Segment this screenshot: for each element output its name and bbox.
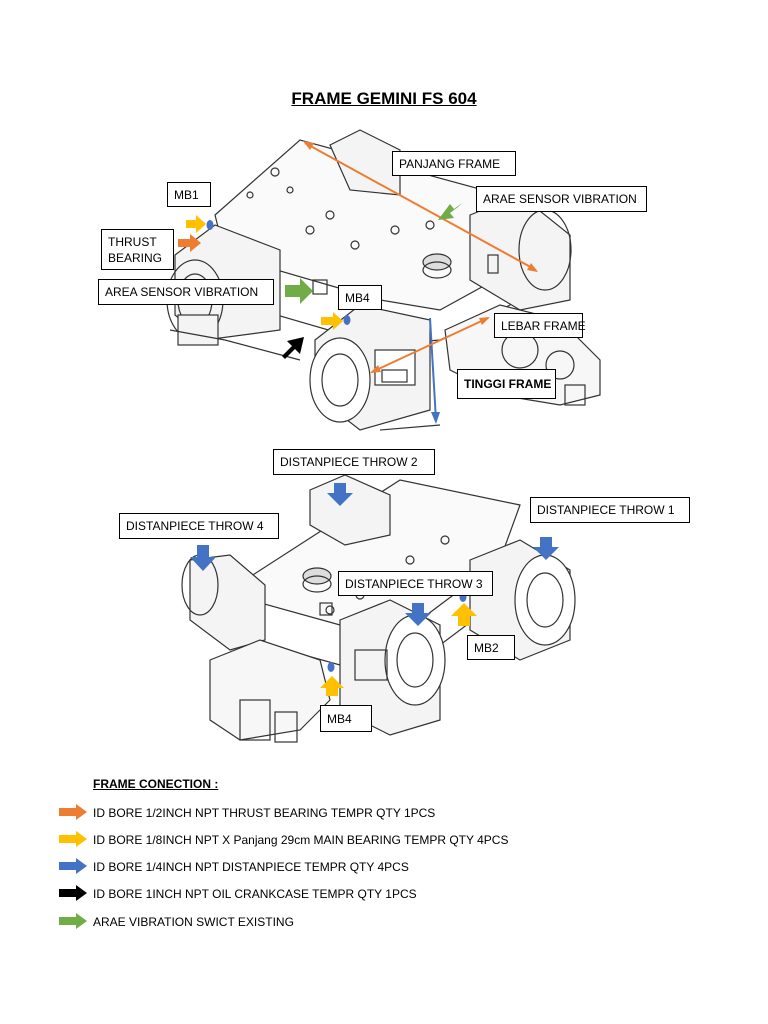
legend-item-blue: ID BORE 1/4INCH NPT DISTANPIECE TEMPR QT… bbox=[58, 857, 578, 877]
mb4-yellow-arrow bbox=[321, 312, 343, 330]
label-distanpiece-throw-4: DISTANPIECE THROW 4 bbox=[119, 513, 279, 539]
legend-item-text: ID BORE 1/4INCH NPT DISTANPIECE TEMPR QT… bbox=[93, 860, 409, 874]
label-arae-sensor-vibration: ARAE SENSOR VIBRATION bbox=[476, 186, 647, 212]
area-vibration-green-arrow bbox=[285, 278, 313, 304]
orange-arrow-icon bbox=[59, 804, 87, 820]
dimension-lines bbox=[303, 141, 538, 424]
frame-top-view bbox=[166, 129, 601, 431]
label-thrust-bearing: THRUST BEARING bbox=[101, 229, 174, 270]
legend-item-yellow: ID BORE 1/8INCH NPT X Panjang 29cm MAIN … bbox=[58, 830, 578, 850]
black-arrow-icon bbox=[59, 885, 87, 901]
label-distanpiece-throw-1: DISTANPIECE THROW 1 bbox=[530, 497, 690, 523]
label-distanpiece-throw-3: DISTANPIECE THROW 3 bbox=[338, 571, 493, 596]
throw3-blue-arrow bbox=[405, 603, 431, 626]
thrust-orange-arrow bbox=[178, 234, 201, 252]
legend-title: FRAME CONECTION : bbox=[93, 777, 219, 791]
label-mb2: MB2 bbox=[467, 635, 515, 660]
bottom-view-arrows bbox=[190, 483, 559, 696]
arae-vibration-green-arrow bbox=[438, 203, 462, 220]
mb2-yellow-arrow bbox=[451, 603, 477, 626]
label-lebar-frame: LEBAR FRAME bbox=[494, 313, 586, 338]
label-distanpiece-throw-2: DISTANPIECE THROW 2 bbox=[273, 449, 435, 475]
mb4-sensor-dot bbox=[343, 315, 351, 325]
legend-item-text: ARAE VIBRATION SWICT EXISTING bbox=[93, 915, 294, 929]
mb4-bottom-yellow-arrow bbox=[320, 676, 344, 696]
page-title: FRAME GEMINI FS 604 bbox=[291, 89, 477, 108]
throw1-blue-arrow bbox=[533, 537, 559, 560]
legend-item-orange: ID BORE 1/2INCH NPT THRUST BEARING TEMPR… bbox=[58, 803, 578, 823]
yellow-arrow-icon bbox=[59, 831, 87, 847]
legend-item-text: ID BORE 1INCH NPT OIL CRANKCASE TEMPR QT… bbox=[93, 887, 417, 901]
mb1-yellow-arrow bbox=[186, 215, 206, 233]
label-mb4-bottom: MB4 bbox=[320, 705, 372, 732]
throw2-blue-arrow bbox=[327, 483, 353, 506]
mb1-sensor-dot bbox=[206, 220, 214, 230]
legend-item-text: ID BORE 1/8INCH NPT X Panjang 29cm MAIN … bbox=[93, 833, 509, 847]
label-panjang-frame: PANJANG FRAME bbox=[392, 151, 516, 176]
label-mb1: MB1 bbox=[167, 182, 211, 207]
throw4-blue-arrow bbox=[190, 545, 216, 571]
label-mb4-top: MB4 bbox=[338, 285, 382, 310]
label-area-sensor-vibration: AREA SENSOR VIBRATION bbox=[98, 279, 274, 305]
legend-item-green: ARAE VIBRATION SWICT EXISTING bbox=[58, 912, 578, 932]
legend-item-black: ID BORE 1INCH NPT OIL CRANKCASE TEMPR QT… bbox=[58, 884, 578, 904]
blue-arrow-icon bbox=[59, 858, 87, 874]
green-arrow-icon bbox=[59, 913, 87, 929]
legend-item-text: ID BORE 1/2INCH NPT THRUST BEARING TEMPR… bbox=[93, 806, 436, 820]
top-view-arrows bbox=[178, 203, 462, 359]
label-tinggi-frame: TINGGI FRAME bbox=[457, 369, 556, 399]
mb4-bottom-sensor-dot bbox=[327, 662, 335, 672]
crankcase-black-arrow bbox=[282, 337, 304, 359]
